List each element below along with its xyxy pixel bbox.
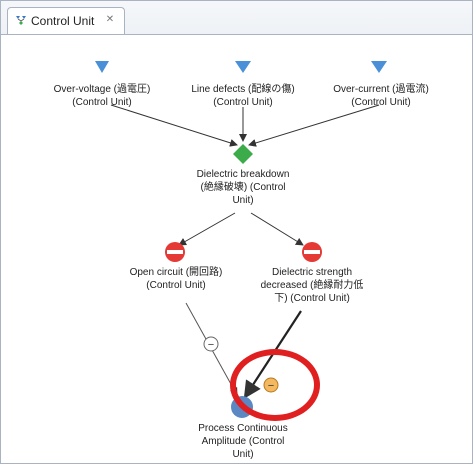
diagram-canvas[interactable]: − − Over-voltage (過電圧) (Control Unit) Li… (1, 35, 472, 463)
edge-breakdown-to-dielectric-strength[interactable] (250, 212, 304, 246)
tab-control-unit[interactable]: Control Unit ✕ (7, 7, 125, 35)
node-label-open-circuit: Open circuit (開回路) (Control Unit) (129, 267, 223, 291)
tab-strip: Control Unit ✕ (1, 1, 472, 35)
edge-over-voltage-to-breakdown[interactable] (110, 104, 238, 147)
triangle-down-icon[interactable] (95, 61, 109, 73)
fault-tree-icon (14, 14, 28, 28)
triangle-down-icon[interactable] (371, 61, 387, 73)
node-label-over-voltage: Over-voltage (過電圧) (Control Unit) (53, 84, 151, 108)
edge-marker-open-circuit[interactable]: − (203, 336, 219, 352)
node-label-dielectric-strength: Dielectric strength decreased (絶縁耐力低 下) … (260, 267, 364, 304)
highlight-circle (230, 349, 320, 421)
triangle-down-icon[interactable] (235, 61, 251, 73)
node-label-line-defects: Line defects (配線の傷) (Control Unit) (191, 84, 295, 108)
edge-breakdown-to-open-circuit[interactable] (178, 212, 236, 246)
minus-sign: − (208, 339, 214, 351)
node-label-over-current: Over-current (過電流) (Control Unit) (333, 84, 429, 108)
diamond-icon[interactable] (233, 144, 253, 164)
edge-over-current-to-breakdown[interactable] (248, 104, 380, 147)
tab-divider (1, 34, 472, 35)
node-label-dielectric-breakdown: Dielectric breakdown (絶縁破壊) (Control Uni… (196, 169, 290, 206)
node-label-process: Process Continuous Amplitude (Control Un… (198, 423, 288, 460)
no-entry-icon[interactable] (165, 242, 185, 262)
tab-title: Control Unit (31, 14, 95, 28)
close-icon[interactable]: ✕ (105, 14, 115, 25)
no-entry-icon[interactable] (302, 242, 322, 262)
